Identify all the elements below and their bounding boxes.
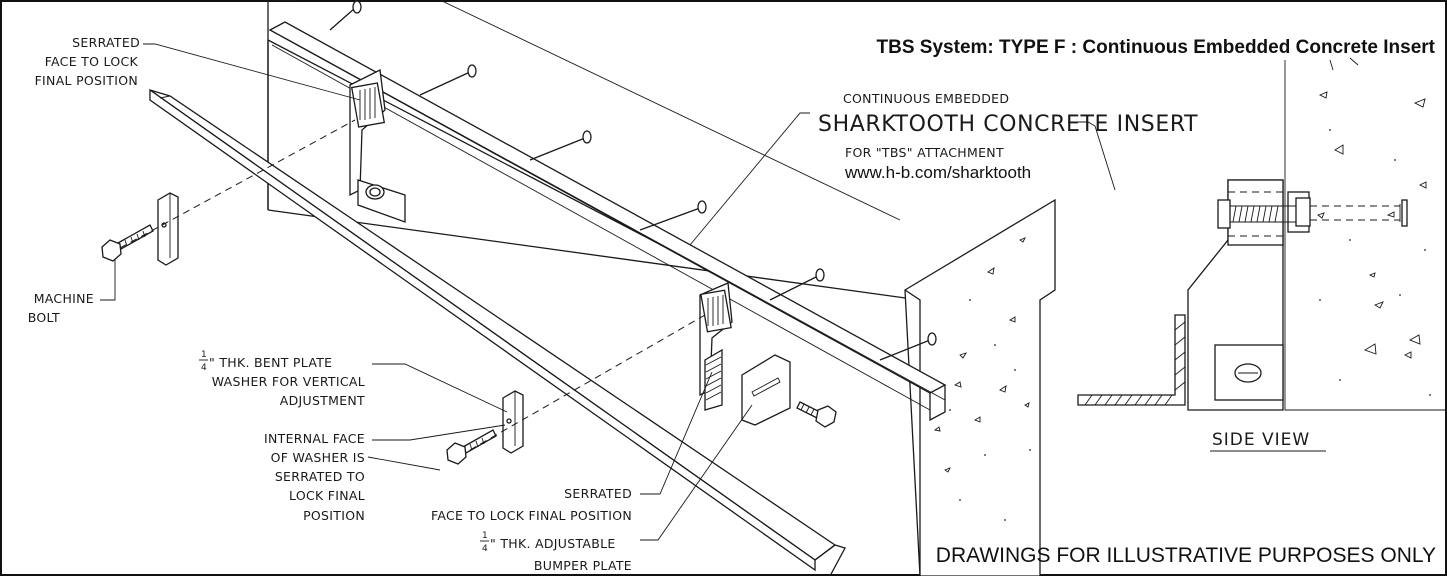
label-sharktooth-insert: CONTINUOUS EMBEDDED SHARKTOOTH CONCRETE … bbox=[818, 91, 1198, 182]
label-line: FACE TO LOCK bbox=[45, 54, 139, 69]
machine-bolt-right bbox=[796, 401, 837, 428]
label-line: BUMPER PLATE bbox=[534, 558, 632, 573]
label-serrated-face-bottom: SERRATED FACE TO LOCK FINAL POSITION bbox=[431, 486, 632, 523]
label-line: BOLT bbox=[28, 310, 60, 325]
label-line: " THK. BENT PLATE bbox=[209, 355, 332, 370]
bent-plate-washer-lower bbox=[502, 390, 524, 454]
upper-bracket bbox=[349, 69, 406, 223]
label-line: SERRATED bbox=[564, 486, 632, 501]
label-line: FACE TO LOCK FINAL POSITION bbox=[431, 508, 632, 523]
page-title: TBS System: TYPE F : Continuous Embedded… bbox=[877, 37, 1436, 58]
main-isometric-view bbox=[101, 0, 1056, 576]
label-line: SERRATED TO bbox=[275, 469, 365, 484]
label-internal-face: INTERNAL FACE OF WASHER IS SERRATED TO L… bbox=[264, 431, 365, 523]
label-line: ADJUSTMENT bbox=[280, 393, 365, 408]
machine-bolt-center bbox=[446, 429, 497, 465]
bent-plate-washer-upper bbox=[157, 192, 179, 266]
label-line: WASHER FOR VERTICAL bbox=[212, 374, 365, 389]
footer-disclaimer: DRAWINGS FOR ILLUSTRATIVE PURPOSES ONLY bbox=[936, 544, 1436, 567]
label-machine-bolt: MACHINE BOLT bbox=[28, 291, 94, 325]
label-bumper-plate: 1 4 " THK. ADJUSTABLE BUMPER PLATE bbox=[480, 531, 632, 573]
label-line: INTERNAL FACE bbox=[264, 431, 365, 446]
callout-line: FOR "TBS" ATTACHMENT bbox=[845, 145, 1004, 160]
label-line: OF WASHER IS bbox=[271, 450, 365, 465]
fraction-denominator: 4 bbox=[482, 544, 488, 554]
shelf-angle-top bbox=[149, 89, 837, 561]
label-line: SERRATED bbox=[72, 35, 140, 50]
lower-bracket bbox=[699, 282, 791, 426]
side-view-label: SIDE VIEW bbox=[1212, 430, 1310, 450]
fraction-denominator: 4 bbox=[201, 363, 207, 373]
label-line: FINAL POSITION bbox=[35, 73, 138, 88]
label-serrated-face-top: SERRATED FACE TO LOCK FINAL POSITION bbox=[35, 35, 140, 88]
leader-lines bbox=[100, 43, 1116, 541]
label-line: MACHINE bbox=[34, 291, 94, 306]
side-view-drawing bbox=[1077, 57, 1447, 411]
label-line: " THK. ADJUSTABLE bbox=[490, 536, 616, 551]
sharktooth-link[interactable]: www.h-b.com/sharktooth bbox=[844, 163, 1031, 182]
anchor-studs bbox=[329, 0, 937, 361]
fraction-numerator: 1 bbox=[482, 531, 488, 541]
label-line: POSITION bbox=[303, 508, 365, 523]
fraction-numerator: 1 bbox=[201, 350, 207, 360]
side-view-concrete-texture bbox=[1317, 91, 1431, 396]
machine-bolt-left bbox=[101, 224, 154, 262]
callout-line: CONTINUOUS EMBEDDED bbox=[843, 91, 1009, 106]
callout-heading: SHARKTOOTH CONCRETE INSERT bbox=[818, 112, 1198, 137]
concrete-texture bbox=[933, 237, 1031, 521]
label-bent-plate: 1 4 " THK. BENT PLATE WASHER FOR VERTICA… bbox=[199, 350, 365, 408]
label-line: LOCK FINAL bbox=[289, 488, 365, 503]
concrete-block bbox=[904, 198, 1056, 576]
